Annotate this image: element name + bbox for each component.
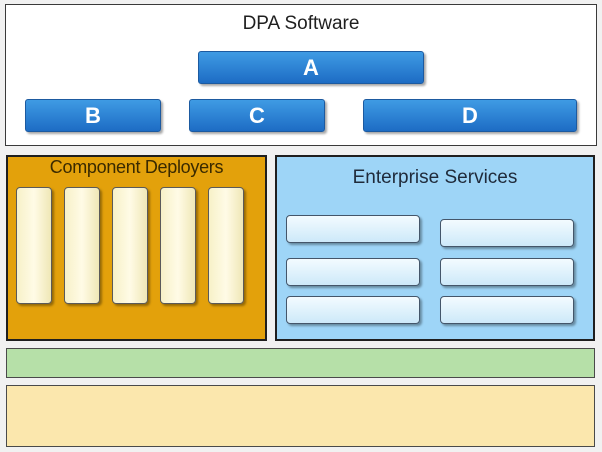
module-box-a: A	[198, 51, 424, 84]
module-box-b: B	[25, 99, 161, 132]
module-box-c: C	[189, 99, 325, 132]
green-layer-bar	[6, 348, 595, 378]
deployer-slot	[64, 187, 100, 304]
deployer-slot	[112, 187, 148, 304]
module-box-d: D	[363, 99, 577, 132]
yellow-layer-bar	[6, 385, 595, 447]
component-deployers-title: Component Deployers	[49, 157, 224, 177]
service-slot	[286, 215, 420, 243]
service-slot	[440, 219, 574, 247]
service-slot	[286, 296, 420, 324]
deployer-slot	[160, 187, 196, 304]
service-slot	[440, 258, 574, 286]
deployer-slot	[16, 187, 52, 304]
dpa-software-title: DPA Software	[242, 13, 360, 34]
service-slot	[440, 296, 574, 324]
enterprise-services-panel: Enterprise Services	[275, 155, 595, 341]
component-deployers-panel: Component Deployers	[6, 155, 267, 341]
service-slot	[286, 258, 420, 286]
enterprise-services-title: Enterprise Services	[352, 167, 518, 188]
deployer-slot	[208, 187, 244, 304]
dpa-software-panel: DPA Software A B C D	[5, 4, 597, 146]
